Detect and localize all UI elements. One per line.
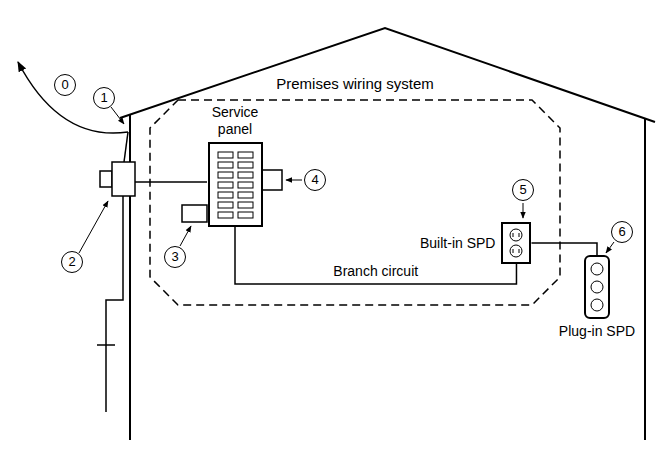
receptacles bbox=[586, 257, 608, 317]
breaker bbox=[238, 172, 253, 178]
cord bbox=[531, 243, 597, 255]
breaker bbox=[218, 202, 233, 208]
panel-spd-box bbox=[182, 205, 207, 222]
breaker bbox=[218, 162, 233, 168]
receptacle bbox=[591, 299, 603, 311]
side-spd-box bbox=[262, 170, 282, 190]
callout-number: 2 bbox=[61, 251, 83, 273]
callout-number: 1 bbox=[100, 91, 107, 105]
roof bbox=[120, 28, 655, 122]
drop-wire bbox=[124, 132, 128, 162]
callout-number: 3 bbox=[164, 246, 186, 268]
callout-number: 2 bbox=[68, 255, 75, 269]
receptacle bbox=[591, 263, 603, 275]
meter-socket bbox=[112, 162, 135, 196]
breaker bbox=[238, 202, 253, 208]
receptacle bbox=[591, 281, 603, 293]
callout-number: 4 bbox=[311, 173, 318, 187]
callout-number: 0 bbox=[54, 74, 76, 96]
right-wall bbox=[644, 119, 646, 440]
callout-number: 6 bbox=[611, 221, 633, 243]
breaker bbox=[218, 192, 233, 198]
panel-box bbox=[208, 142, 263, 227]
node-label: Built-in SPD bbox=[420, 235, 495, 252]
breaker bbox=[238, 152, 253, 158]
callout-number: 3 bbox=[171, 250, 178, 264]
callout-number: 5 bbox=[519, 183, 526, 197]
service-wire bbox=[135, 181, 207, 183]
callout-number: 6 bbox=[618, 225, 625, 239]
slot bbox=[513, 233, 514, 237]
leader-line bbox=[606, 242, 614, 253]
node-label: Service panel bbox=[200, 104, 270, 138]
service-panel: Service panel bbox=[200, 104, 270, 227]
breaker bbox=[218, 182, 233, 188]
leader-line bbox=[111, 107, 124, 124]
service-drop bbox=[18, 62, 128, 133]
dashed-boundary bbox=[150, 100, 560, 305]
meter-face bbox=[100, 171, 112, 187]
leader-line bbox=[286, 180, 302, 181]
breaker bbox=[238, 162, 253, 168]
node-label: Plug-in SPD bbox=[559, 323, 635, 340]
callout-number: 4 bbox=[304, 169, 326, 191]
ground-clamp bbox=[97, 344, 115, 346]
leader-line bbox=[79, 201, 108, 253]
slot bbox=[519, 233, 520, 237]
callout-number: 1 bbox=[93, 87, 115, 109]
receptacle bbox=[510, 229, 522, 241]
breaker bbox=[238, 212, 253, 218]
callout-number: 0 bbox=[61, 78, 68, 92]
receptacles bbox=[503, 224, 529, 262]
ground-wire bbox=[106, 196, 123, 412]
node-label: Premises wiring system bbox=[150, 74, 560, 94]
callout-number: 5 bbox=[512, 179, 534, 201]
power-strip bbox=[584, 255, 610, 319]
branch-circuit-wire bbox=[235, 227, 516, 284]
breaker bbox=[218, 172, 233, 178]
breaker bbox=[218, 152, 233, 158]
plug-in-spd: Plug-in SPD bbox=[552, 255, 642, 340]
breaker bbox=[238, 182, 253, 188]
leader-line bbox=[523, 203, 524, 218]
edge-label: Branch circuit bbox=[330, 263, 421, 280]
outlet-box bbox=[501, 222, 531, 264]
breaker bbox=[238, 192, 253, 198]
breakers bbox=[210, 144, 261, 225]
leader-line bbox=[180, 226, 191, 246]
slot bbox=[519, 249, 520, 253]
breaker bbox=[218, 212, 233, 218]
receptacle bbox=[510, 245, 522, 257]
built-in-spd: Built-in SPD bbox=[420, 222, 531, 264]
slot bbox=[513, 249, 514, 253]
